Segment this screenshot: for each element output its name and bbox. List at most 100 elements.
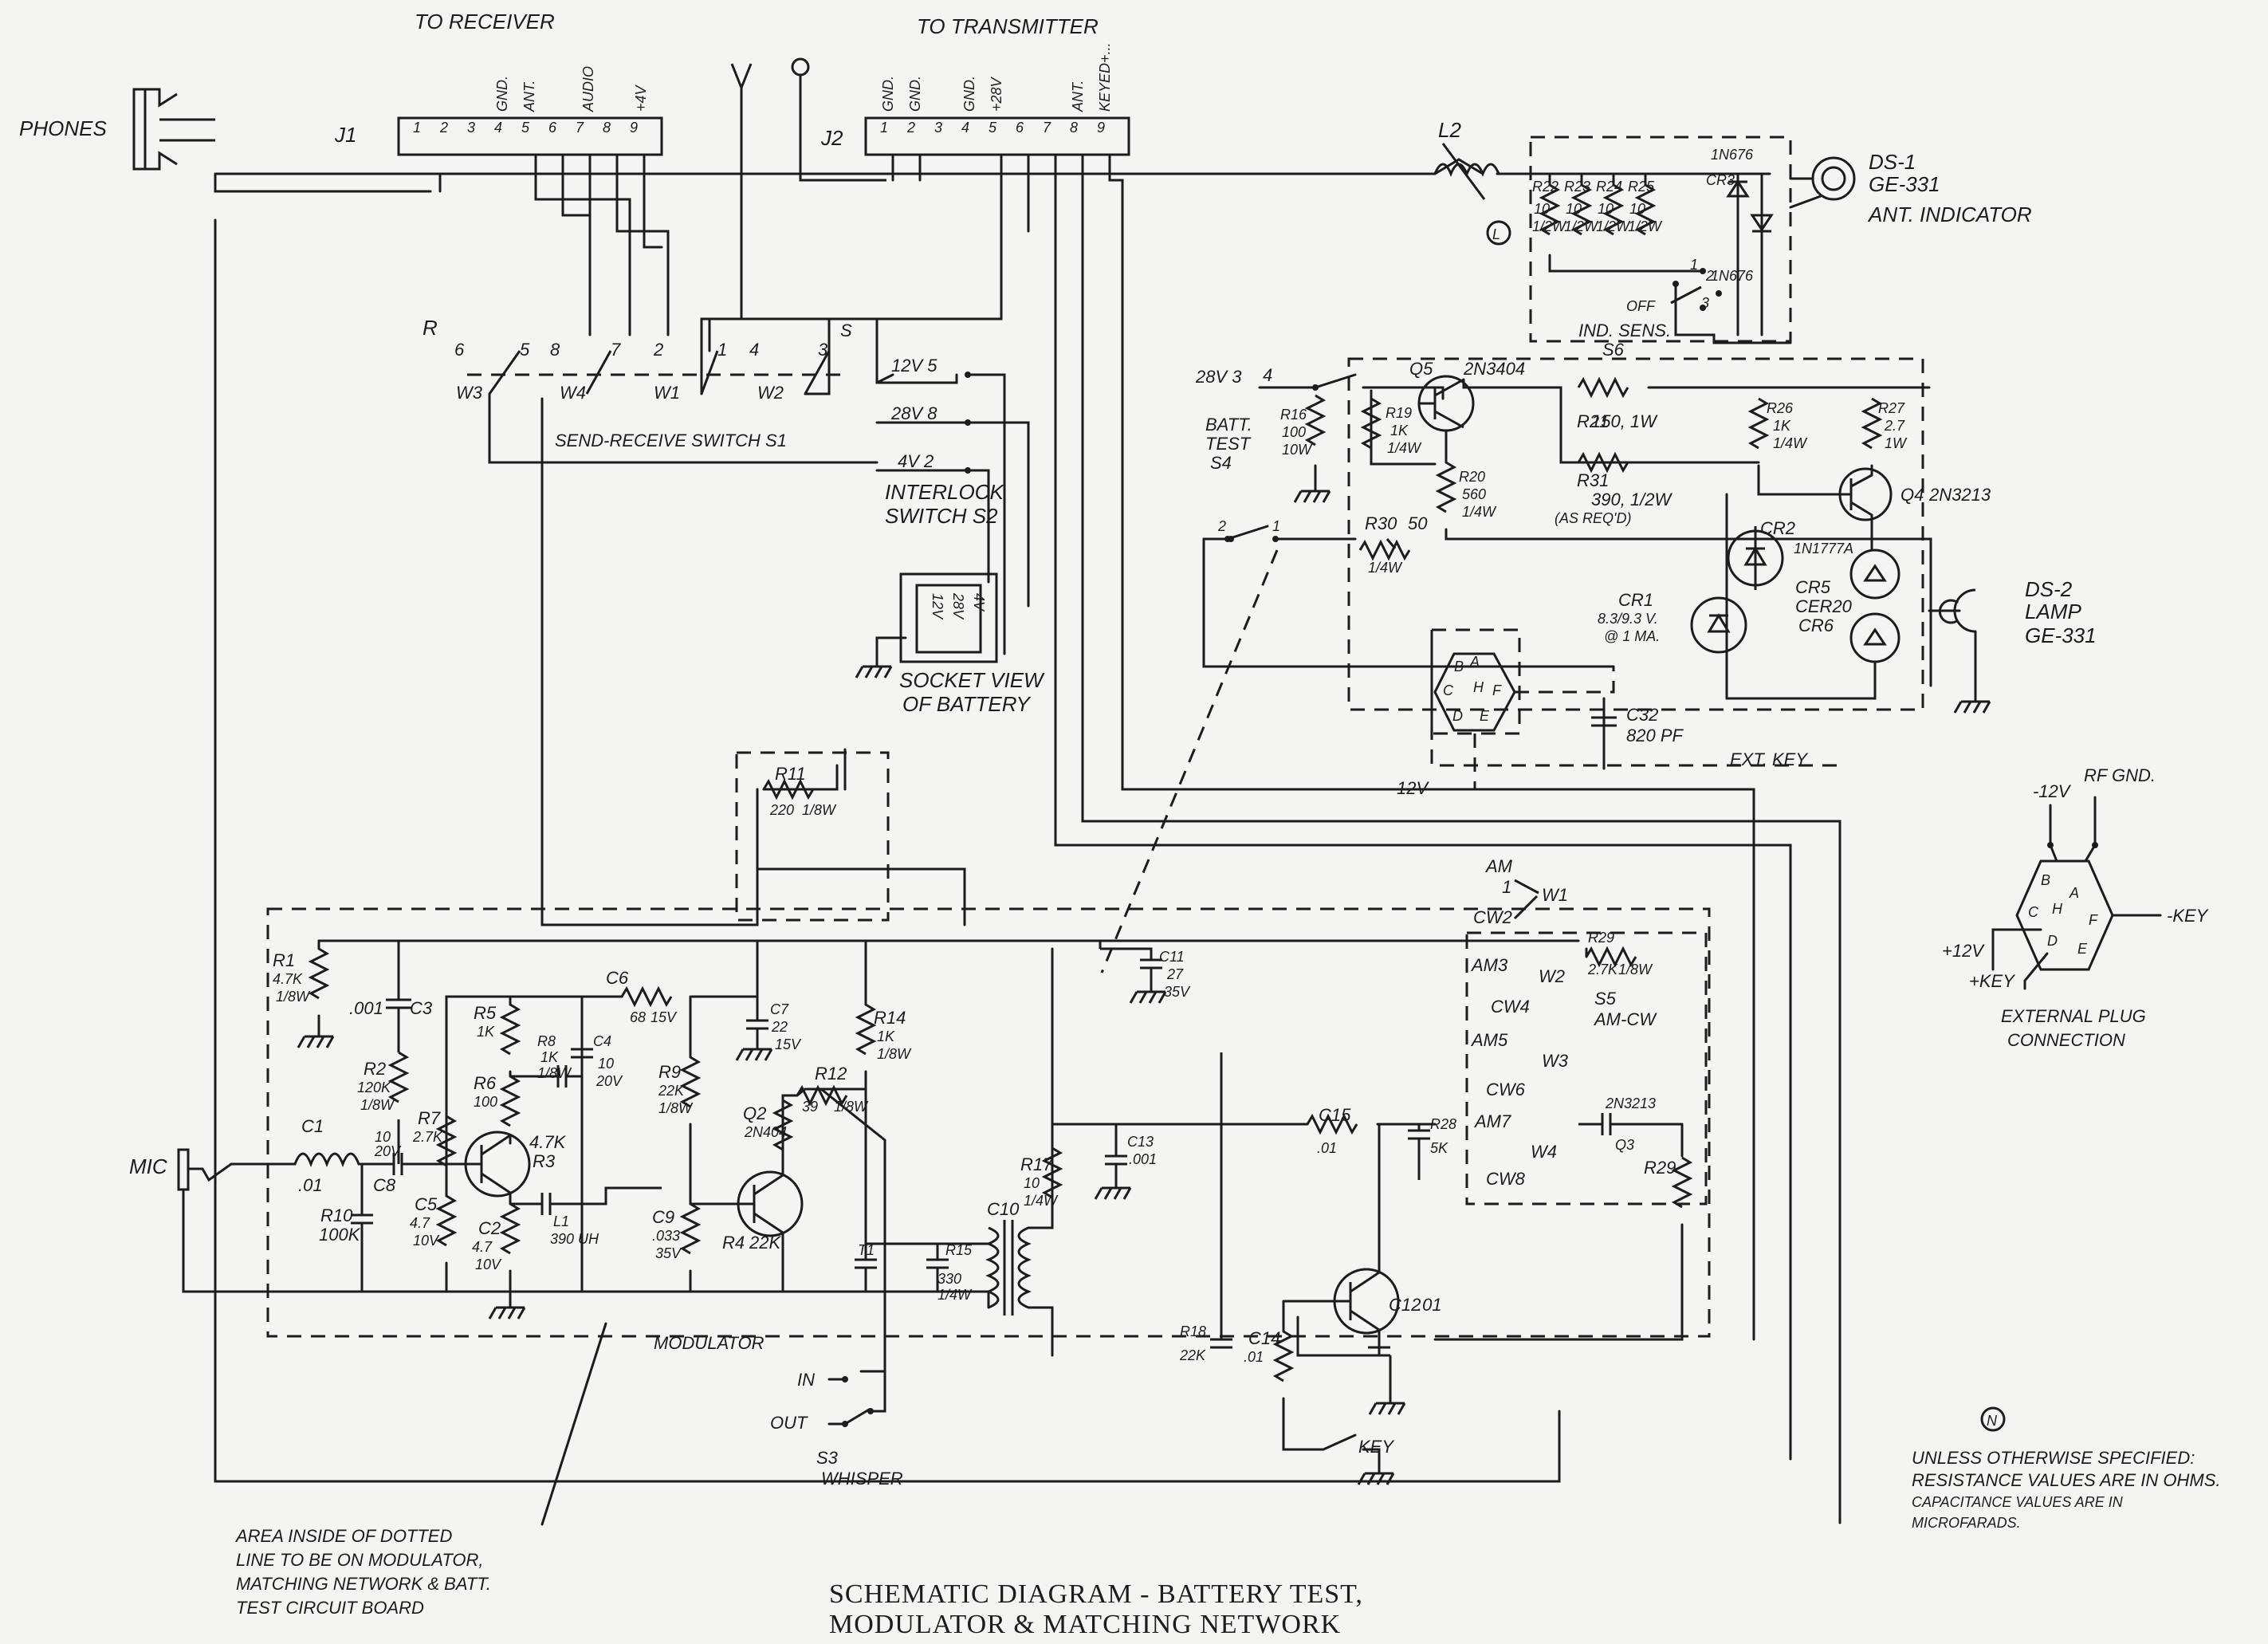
r10-ref: C9 (652, 1207, 674, 1227)
r31-value: 390, 1/2W (1591, 490, 1673, 509)
r10-rating: 35V (655, 1245, 682, 1261)
twelve-v-label: 12V (1397, 778, 1429, 798)
c6-rating: 20V (595, 1073, 623, 1089)
r19-value: 1K (1390, 423, 1409, 439)
s4-contact-4: 4 (1263, 365, 1272, 385)
cr1-rating: @ 1 MA. (1604, 628, 1660, 644)
r10-value: .033 (652, 1228, 680, 1244)
j2-ant-label: ANT. (1070, 81, 1086, 112)
r23-rating: 1/2W (1564, 218, 1599, 234)
r8-rating: 15V (651, 1009, 678, 1025)
c11-ref: C11 (1159, 949, 1185, 965)
r27-ref: R27 (1878, 400, 1905, 416)
c8-ref: T1 (858, 1242, 875, 1258)
s1-label: SEND-RECEIVE SWITCH S1 (555, 431, 787, 450)
q2-value: 22K (749, 1233, 781, 1253)
s2-label-2: SWITCH S2 (885, 504, 998, 528)
r21-value: 150, 1W (1591, 411, 1658, 431)
r7-ref: C2 (478, 1218, 501, 1238)
s4-tap-28v: 28V 3 (1195, 367, 1242, 387)
c9-ref: R15 (945, 1242, 973, 1258)
modulator-circuit: MIC C1 .01 R10 100K R1 4.7K 1/8W .001 C3… (129, 939, 1580, 1486)
r20-value: 560 (1462, 486, 1486, 502)
c10-value: .001 (1129, 1151, 1157, 1167)
r24-value: 10 (1598, 201, 1614, 217)
c5-value: 390 UH (550, 1231, 599, 1247)
phones-label: PHONES (19, 116, 107, 140)
l2-label: L2 (1438, 118, 1461, 142)
ext-key-connector: A B C D E F H C32 820 PF (1430, 628, 1840, 789)
key-label: KEY (1358, 1437, 1394, 1457)
s5-am5: AM5 (1470, 1030, 1508, 1050)
cr3-label: CR3 (1706, 172, 1735, 188)
s1-contact-2: 2 (653, 340, 663, 360)
r4-ref: C5 (415, 1194, 438, 1214)
cr6-ref: CR6 (1798, 616, 1834, 635)
s1-contact-6: 6 (454, 340, 465, 360)
c3-ref: C3 (410, 998, 433, 1018)
battery-test-section: 28V 3 4 BATT. TEST S4 R16 100 10W Q5 2N3… (1195, 357, 2097, 714)
s3-pos-in: IN (797, 1370, 815, 1390)
unless-note-2: RESISTANCE VALUES ARE IN OHMS. (1912, 1470, 2221, 1490)
q3-value: .01 (1417, 1295, 1442, 1315)
s1-w1: W1 (654, 383, 680, 403)
s2-label-1: INTERLOCK (885, 480, 1004, 504)
s1-contact-8: 8 (550, 340, 560, 360)
c6-ref: C4 (593, 1033, 611, 1049)
q1-ref: R3 (533, 1151, 556, 1171)
s6-ref: S6 (1602, 340, 1625, 360)
q3-ref: C12 (1389, 1295, 1421, 1315)
r2-rating: 1/8W (360, 1097, 395, 1113)
r16-rating: 10W (1282, 442, 1313, 458)
unless-note-3: CAPACITANCE VALUES ARE IN (1912, 1494, 2124, 1510)
mic-label: MIC (129, 1154, 167, 1178)
s1-contact-7: 7 (611, 340, 621, 360)
area-note-4: TEST CIRCUIT BOARD (236, 1598, 424, 1618)
c7-ref: C7 (770, 1001, 789, 1017)
area-note-2: LINE TO BE ON MODULATOR, (236, 1550, 484, 1570)
r12-ref: Q2 (743, 1103, 766, 1123)
r31-rating: (AS REQ'D) (1555, 510, 1631, 526)
r30-ref: R30 (1365, 513, 1397, 533)
s2-tap-28v: 28V 8 (890, 403, 937, 423)
s6-pos-2: 2 (1705, 268, 1714, 284)
r27-rating: 1W (1885, 435, 1908, 451)
am-cw-switch: AM 1 CW2 W1 AM3 W2 CW4 AM5 W3 CW6 AM7 W4… (1433, 856, 1708, 1341)
j1-gnd-label: GND. (494, 76, 510, 112)
r2-value: 120K (357, 1080, 391, 1095)
j1-connector: J1 1 2 3 4 5 6 7 8 9 GND. ANT. AUDIO +4V (334, 66, 663, 156)
r15-ref: R17 (1020, 1154, 1053, 1174)
ds1-type: GE-331 (1869, 172, 1940, 196)
s5-cw2: CW2 (1473, 907, 1512, 927)
title-line-1: SCHEMATIC DIAGRAM - BATTERY TEST, (829, 1579, 1363, 1609)
c9-rating: 1/4W (937, 1287, 973, 1303)
to-receiver-label: TO RECEIVER (415, 10, 555, 33)
s4-contact-2: 2 (1217, 518, 1226, 534)
j1-4v-label: +4V (633, 84, 649, 112)
t1-ref: C10 (987, 1199, 1020, 1219)
ext-plug-pin-f: F (2089, 912, 2098, 928)
r26-value: 1K (1773, 418, 1791, 434)
r20-ref: R20 (1459, 469, 1485, 485)
area-note-3: MATCHING NETWORK & BATT. (236, 1574, 491, 1594)
r22-value: 10 (1534, 201, 1550, 217)
r21-ref: R21 (1577, 411, 1609, 431)
s5-1: 1 (1502, 877, 1511, 897)
j2-28v-label: +28V (989, 76, 1004, 112)
r8-value: 68 (630, 1009, 646, 1025)
r24-ref: R24 (1596, 179, 1622, 195)
j1-pin-1: 1 (413, 120, 421, 136)
s6-pos-3: 3 (1701, 295, 1709, 311)
r31-ref: R31 (1577, 470, 1609, 490)
s1-contact-s: S (840, 321, 852, 340)
r2-ref: R2 (364, 1059, 386, 1079)
diode-1n676-bottom: 1N676 (1711, 268, 1754, 284)
c7-value: 22 (771, 1019, 788, 1035)
cr2-value: 1N1777A (1794, 541, 1853, 557)
r28-ref: R29 (1588, 930, 1614, 946)
q5-value: 2N3404 (1463, 359, 1525, 379)
j1-pin-6: 6 (548, 120, 557, 136)
q5-ref: Q5 (1409, 359, 1433, 379)
c32-ref: C32 (1626, 705, 1658, 725)
j1-pin-8: 8 (603, 120, 611, 136)
